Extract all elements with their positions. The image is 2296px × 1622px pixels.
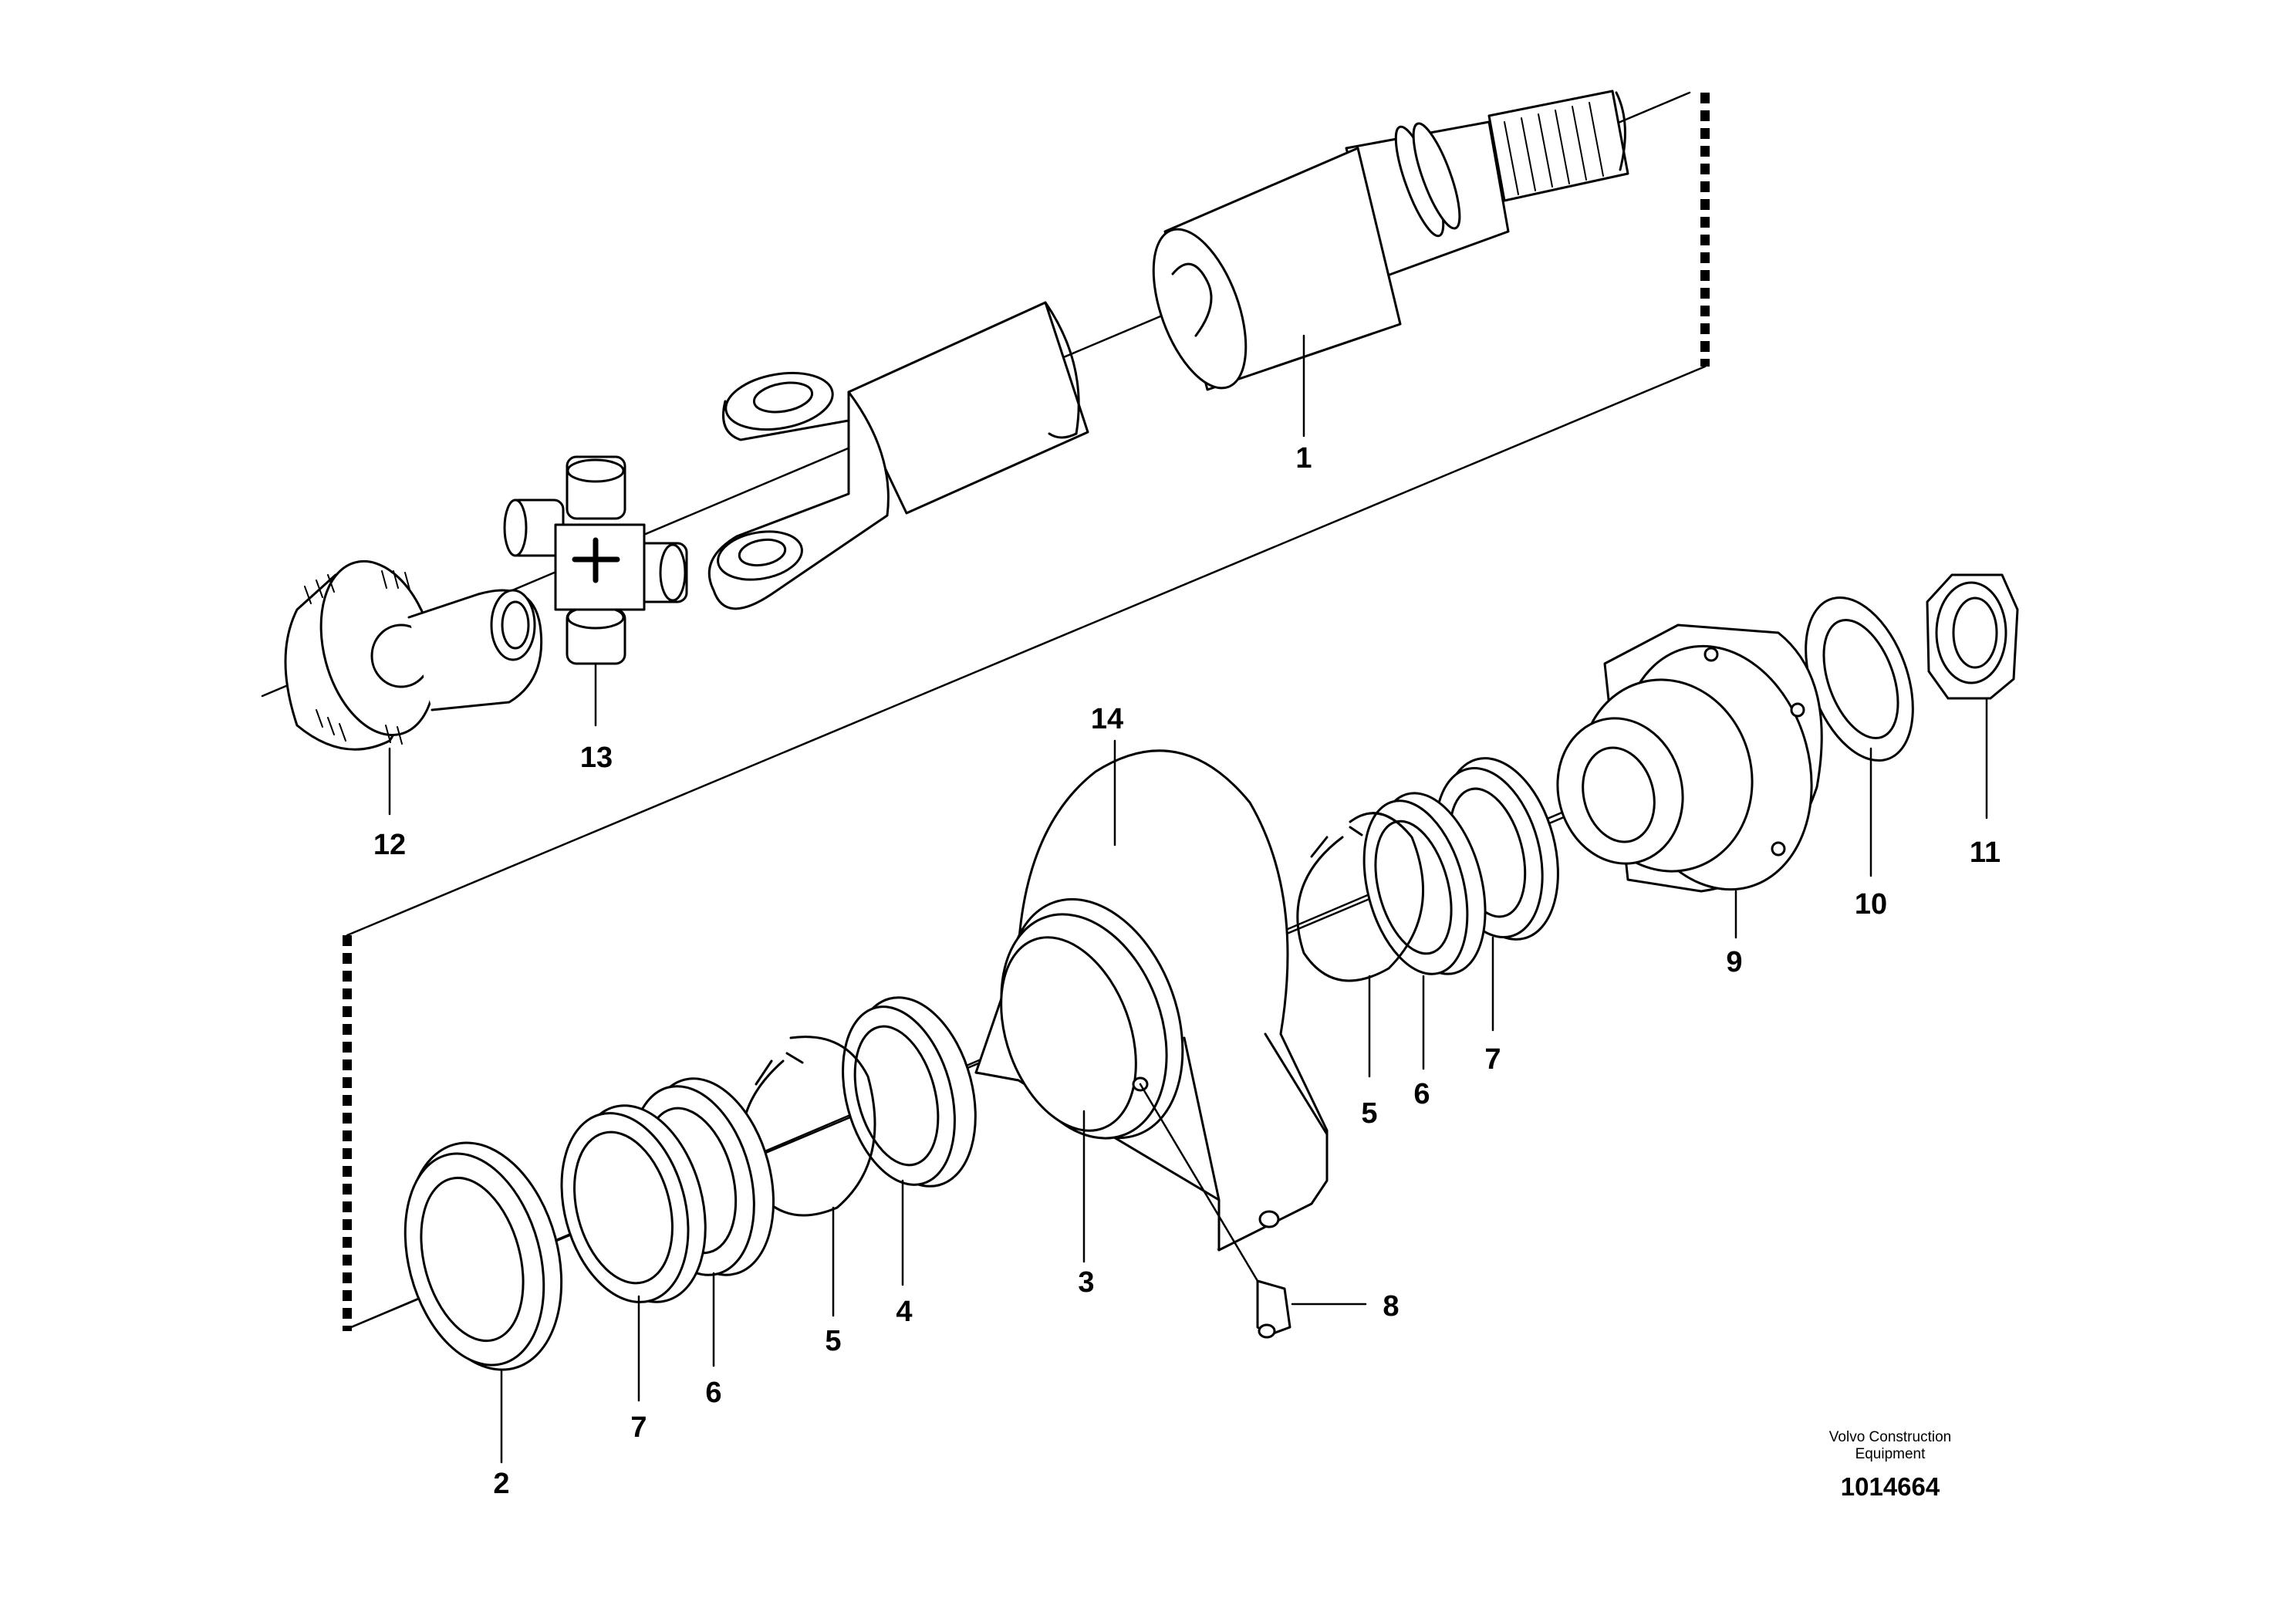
callout-4: 4 xyxy=(896,1296,913,1328)
callout-1: 1 xyxy=(1295,442,1312,475)
callout-11: 11 xyxy=(1969,836,2001,869)
bearing-part-4 xyxy=(842,996,977,1188)
flange-yoke-part-12 xyxy=(284,559,543,751)
callout-7-right: 7 xyxy=(1484,1043,1501,1076)
drawing-number: 1014664 xyxy=(1840,1472,1940,1501)
break-connector xyxy=(343,93,1710,1331)
callout-13: 13 xyxy=(579,742,613,774)
bearing-part-6-right xyxy=(1362,792,1487,975)
callout-5-right: 5 xyxy=(1361,1097,1378,1130)
callout-12: 12 xyxy=(373,829,407,861)
bearing-housing-part-3-14 xyxy=(974,749,1329,1252)
brand-name-line-1: Volvo Construction xyxy=(1828,1429,1952,1445)
callout-7-left: 7 xyxy=(630,1411,647,1444)
shaft-part-1 xyxy=(707,90,1629,610)
callout-10: 10 xyxy=(1854,888,1888,921)
callout-5-left: 5 xyxy=(825,1325,842,1357)
callout-6-right: 6 xyxy=(1413,1078,1430,1110)
washer-part-10 xyxy=(1805,596,1914,762)
callout-14: 14 xyxy=(1090,703,1124,735)
snap-ring-part-5-right xyxy=(1296,812,1425,982)
seal-part-7-left xyxy=(560,1104,707,1303)
callout-3: 3 xyxy=(1078,1266,1095,1299)
brand-block: Volvo Construction Equipment xyxy=(1829,1429,1951,1463)
flange-hub-part-9 xyxy=(1556,623,1823,893)
brand-name-line-2: Equipment xyxy=(1855,1445,1926,1462)
washer-part-2 xyxy=(403,1141,563,1371)
callout-2: 2 xyxy=(493,1468,510,1500)
callout-8: 8 xyxy=(1383,1290,1400,1323)
callout-9: 9 xyxy=(1726,946,1743,978)
grease-nipple-part-8 xyxy=(1139,1083,1367,1339)
leader-lines xyxy=(388,334,1988,1464)
nut-part-11 xyxy=(1926,573,2019,700)
universal-joint-cross-part-13 xyxy=(503,455,688,665)
callout-6-left: 6 xyxy=(705,1377,722,1409)
